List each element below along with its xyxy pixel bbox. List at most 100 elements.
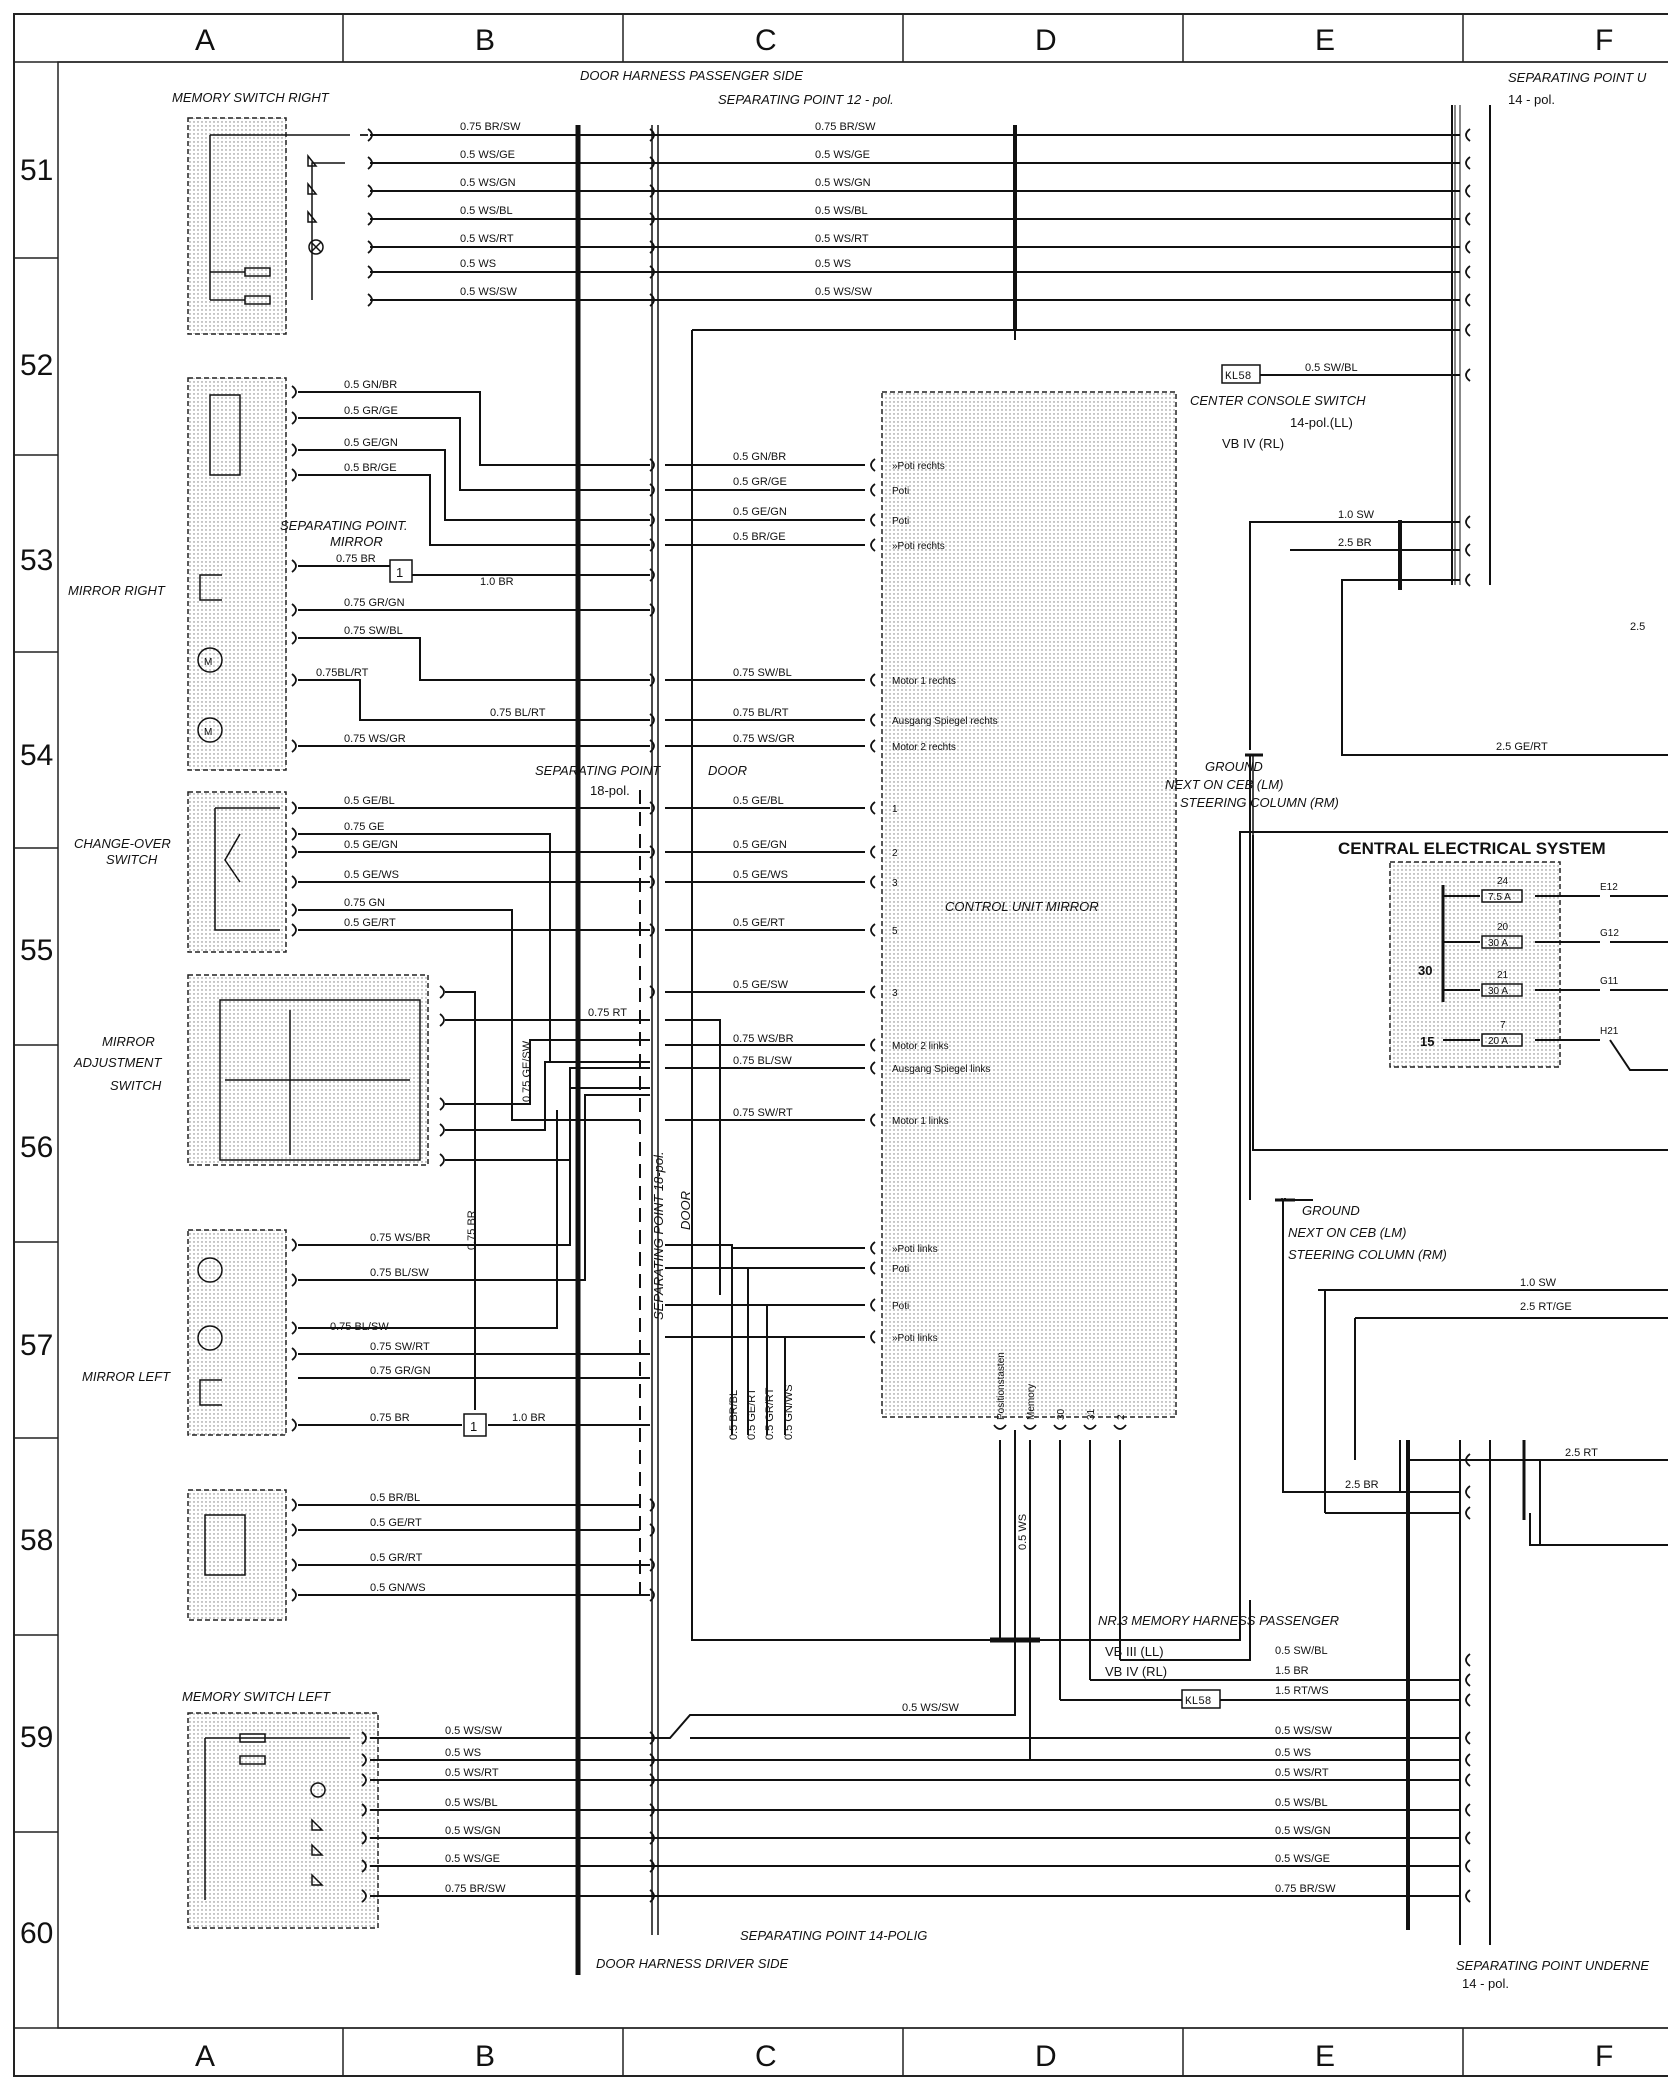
svg-text:0.75 BR: 0.75 BR — [336, 553, 376, 565]
svg-text:0.75 BL/RT: 0.75 BL/RT — [733, 707, 789, 719]
svg-text:0.75 BR: 0.75 BR — [466, 1210, 478, 1250]
svg-text:0.75 GR/GN: 0.75 GR/GN — [370, 1365, 431, 1377]
sep-18pol-vertical: SEPARATING POINT 18-pol. — [651, 1151, 666, 1320]
component-symbols: M M — [197, 134, 1523, 1900]
svg-text:0.5 WS/GN: 0.5 WS/GN — [815, 177, 871, 189]
svg-text:0.75 SW/RT: 0.75 SW/RT — [370, 1341, 430, 1353]
svg-text:14 - pol.: 14 - pol. — [1462, 1976, 1509, 1991]
svg-text:0.75 WS/GR: 0.75 WS/GR — [344, 733, 406, 745]
svg-text:0.5 WS/BL: 0.5 WS/BL — [445, 1797, 498, 1809]
svg-text:0.5 GE/RT: 0.5 GE/RT — [733, 917, 785, 929]
svg-text:0.5 GN/BR: 0.5 GN/BR — [733, 451, 786, 463]
svg-text:CENTER CONSOLE SWITCH: CENTER CONSOLE SWITCH — [1190, 393, 1366, 408]
svg-text:»Poti rechts: »Poti rechts — [892, 461, 945, 472]
svg-text:0.5 BR/GE: 0.5 BR/GE — [733, 531, 786, 543]
svg-text:0.5 WS/RT: 0.5 WS/RT — [815, 233, 869, 245]
svg-text:A: A — [195, 2040, 215, 2073]
svg-text:2.5 GE/RT: 2.5 GE/RT — [1496, 741, 1548, 753]
svg-text:»Poti links: »Poti links — [892, 1244, 938, 1255]
svg-text:0.5 GE/GN: 0.5 GE/GN — [733, 506, 787, 518]
fuse-labels: 24 7.5 A E12 20 30 A G12 21 30 A G11 7 2… — [1418, 876, 1619, 1049]
svg-text:M: M — [204, 657, 212, 668]
svg-text:0.5 WS/GE: 0.5 WS/GE — [445, 1853, 500, 1865]
svg-text:Poti: Poti — [892, 1301, 909, 1312]
svg-text:3: 3 — [892, 988, 898, 999]
svg-text:0.75 BL/RT: 0.75 BL/RT — [490, 707, 546, 719]
svg-text:MIRROR: MIRROR — [102, 1034, 155, 1049]
svg-text:»Poti links: »Poti links — [892, 1333, 938, 1344]
svg-text:2.5 RT: 2.5 RT — [1565, 1447, 1598, 1459]
cu-pin-labels: »Poti rechts Poti Poti »Poti rechts Moto… — [892, 461, 998, 1344]
svg-text:0.5 WS/SW: 0.5 WS/SW — [445, 1725, 502, 1737]
svg-text:14-pol.(LL): 14-pol.(LL) — [1290, 415, 1353, 430]
svg-text:21: 21 — [1497, 970, 1509, 981]
svg-text:MIRROR: MIRROR — [330, 534, 383, 549]
svg-text:0.75 GE: 0.75 GE — [344, 821, 384, 833]
wires — [298, 134, 1668, 1897]
svg-text:0.5 WS: 0.5 WS — [815, 258, 851, 270]
svg-text:0.75 GR/GN: 0.75 GR/GN — [344, 597, 405, 609]
svg-text:SWITCH: SWITCH — [106, 852, 158, 867]
svg-text:E: E — [1315, 24, 1335, 57]
svg-text:0.5 WS/RT: 0.5 WS/RT — [445, 1767, 499, 1779]
svg-text:DOOR HARNESS PASSENGER SIDE: DOOR HARNESS PASSENGER SIDE — [580, 68, 803, 83]
svg-text:0.5 GR/RT: 0.5 GR/RT — [764, 1387, 776, 1440]
svg-text:2.5 BR: 2.5 BR — [1345, 1479, 1379, 1491]
svg-text:14 - pol.: 14 - pol. — [1508, 92, 1555, 107]
component-boxes — [187, 117, 1561, 1929]
svg-text:M: M — [204, 727, 212, 738]
svg-text:0.75 SW/RT: 0.75 SW/RT — [733, 1107, 793, 1119]
svg-text:VB IV (RL): VB IV (RL) — [1105, 1664, 1167, 1679]
svg-text:H21: H21 — [1600, 1026, 1619, 1037]
svg-text:51: 51 — [20, 154, 53, 187]
svg-text:F: F — [1595, 2040, 1613, 2073]
svg-text:0.5 WS/GN: 0.5 WS/GN — [460, 177, 516, 189]
svg-text:24: 24 — [1497, 876, 1509, 887]
svg-text:56: 56 — [20, 1131, 53, 1164]
svg-text:A: A — [195, 24, 215, 57]
kl58-bottom: KL58 — [1185, 1696, 1211, 1708]
svg-text:CHANGE-OVER: CHANGE-OVER — [74, 836, 171, 851]
rotated-wire-labels: 0.75 GE/SW 0.75 BR 0.5 BR/BL 0.5 GE/RT 0… — [466, 1040, 1029, 1550]
svg-text:C: C — [755, 2040, 777, 2073]
svg-text:0.5 WS/SW: 0.5 WS/SW — [1275, 1725, 1332, 1737]
column-ticks — [342, 14, 1464, 2076]
svg-text:0.5 WS/RT: 0.5 WS/RT — [1275, 1767, 1329, 1779]
svg-text:ADJUSTMENT: ADJUSTMENT — [73, 1055, 162, 1070]
svg-text:MEMORY SWITCH LEFT: MEMORY SWITCH LEFT — [182, 1689, 331, 1704]
svg-text:7.5 A: 7.5 A — [1488, 892, 1511, 903]
svg-text:0.75 BL/SW: 0.75 BL/SW — [370, 1267, 429, 1279]
svg-text:NR.3 MEMORY HARNESS PASSENGER: NR.3 MEMORY HARNESS PASSENGER — [1098, 1613, 1339, 1628]
svg-text:0.5 WS: 0.5 WS — [1017, 1514, 1029, 1550]
box-1-top: 1 — [396, 565, 403, 580]
labels: MEMORY SWITCH RIGHT DOOR HARNESS PASSENG… — [68, 68, 1649, 1991]
svg-text:0.75 GN: 0.75 GN — [344, 897, 385, 909]
svg-text:STEERING COLUMN (RM): STEERING COLUMN (RM) — [1180, 795, 1339, 810]
svg-text:E: E — [1315, 2040, 1335, 2073]
svg-text:59: 59 — [20, 1721, 53, 1754]
svg-text:0.75 WS/BR: 0.75 WS/BR — [370, 1232, 431, 1244]
cu-bottom-labels: Positionstasten Memory 30 31 2 — [996, 1352, 1127, 1420]
svg-text:0.5 GE/RT: 0.5 GE/RT — [746, 1388, 758, 1440]
svg-text:0.5 BR/GE: 0.5 BR/GE — [344, 462, 397, 474]
svg-text:0.75 BR/SW: 0.75 BR/SW — [460, 121, 521, 133]
svg-text:0.75BL/RT: 0.75BL/RT — [316, 667, 369, 679]
svg-text:0.75 BL/SW: 0.75 BL/SW — [733, 1055, 792, 1067]
svg-text:55: 55 — [20, 934, 53, 967]
svg-text:30 A: 30 A — [1488, 986, 1508, 997]
svg-text:0.5 WS: 0.5 WS — [445, 1747, 481, 1759]
box-1-bottom: 1 — [470, 1419, 477, 1434]
svg-text:0.5 GE/GN: 0.5 GE/GN — [733, 839, 787, 851]
svg-text:0.5 GE/RT: 0.5 GE/RT — [344, 917, 396, 929]
svg-text:0.5 WS: 0.5 WS — [460, 258, 496, 270]
svg-text:2: 2 — [1116, 1414, 1127, 1420]
svg-text:0.5 WS/SW: 0.5 WS/SW — [902, 1702, 959, 1714]
svg-text:SWITCH: SWITCH — [110, 1078, 162, 1093]
svg-text:0.5 GE/RT: 0.5 GE/RT — [370, 1517, 422, 1529]
svg-text:7: 7 — [1500, 1020, 1506, 1031]
svg-text:53: 53 — [20, 544, 53, 577]
svg-text:DOOR: DOOR — [708, 763, 747, 778]
svg-text:58: 58 — [20, 1524, 53, 1557]
svg-text:0.75 RT: 0.75 RT — [588, 1007, 627, 1019]
svg-text:3: 3 — [892, 878, 898, 889]
